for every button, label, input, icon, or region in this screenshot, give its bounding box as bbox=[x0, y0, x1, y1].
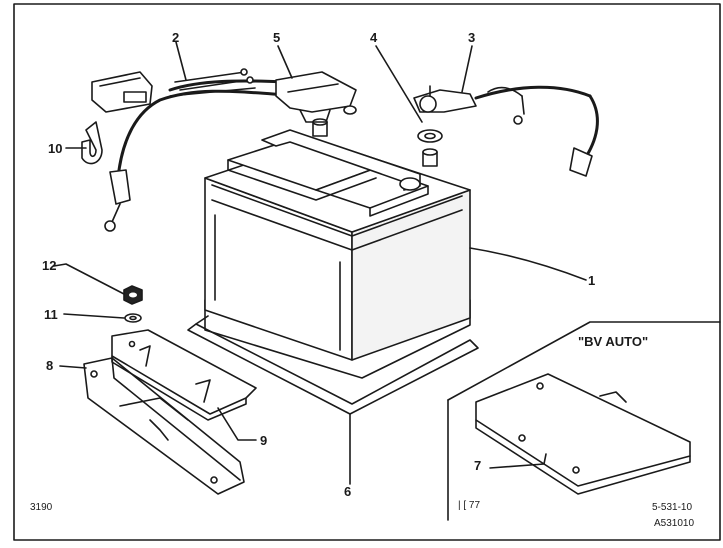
page-border bbox=[13, 3, 721, 541]
label-part-2: 2 bbox=[172, 30, 179, 45]
label-part-12: 12 bbox=[42, 258, 56, 273]
code-left: 3190 bbox=[30, 502, 53, 513]
inset-title: "BV AUTO" bbox=[578, 334, 648, 349]
code-right: 5-531-10 bbox=[652, 502, 692, 513]
battery bbox=[204, 118, 471, 379]
label-part-8: 8 bbox=[46, 358, 53, 373]
label-part-11: 11 bbox=[44, 307, 58, 322]
label-part-5: 5 bbox=[273, 30, 280, 45]
code-bottom: A531010 bbox=[654, 518, 694, 529]
label-part-9: 9 bbox=[260, 433, 267, 448]
negative-cable bbox=[413, 85, 599, 177]
leader-lines bbox=[53, 41, 587, 485]
auto-inset-panel bbox=[447, 321, 721, 521]
label-part-1: 1 bbox=[588, 273, 595, 288]
code-center: | [ 77 bbox=[458, 500, 480, 511]
fixing-nut bbox=[123, 285, 143, 305]
main-cable-harness bbox=[91, 68, 302, 232]
terminal-cover bbox=[275, 71, 357, 123]
cable-clip bbox=[81, 121, 103, 165]
label-part-3: 3 bbox=[468, 30, 475, 45]
label-part-10: 10 bbox=[48, 141, 62, 156]
label-part-6: 6 bbox=[344, 484, 351, 499]
hold-down-bar bbox=[111, 329, 257, 421]
label-part-4: 4 bbox=[370, 30, 378, 45]
terminal-washer bbox=[417, 129, 443, 143]
fixing-washer bbox=[124, 313, 142, 323]
label-part-7: 7 bbox=[474, 458, 481, 473]
